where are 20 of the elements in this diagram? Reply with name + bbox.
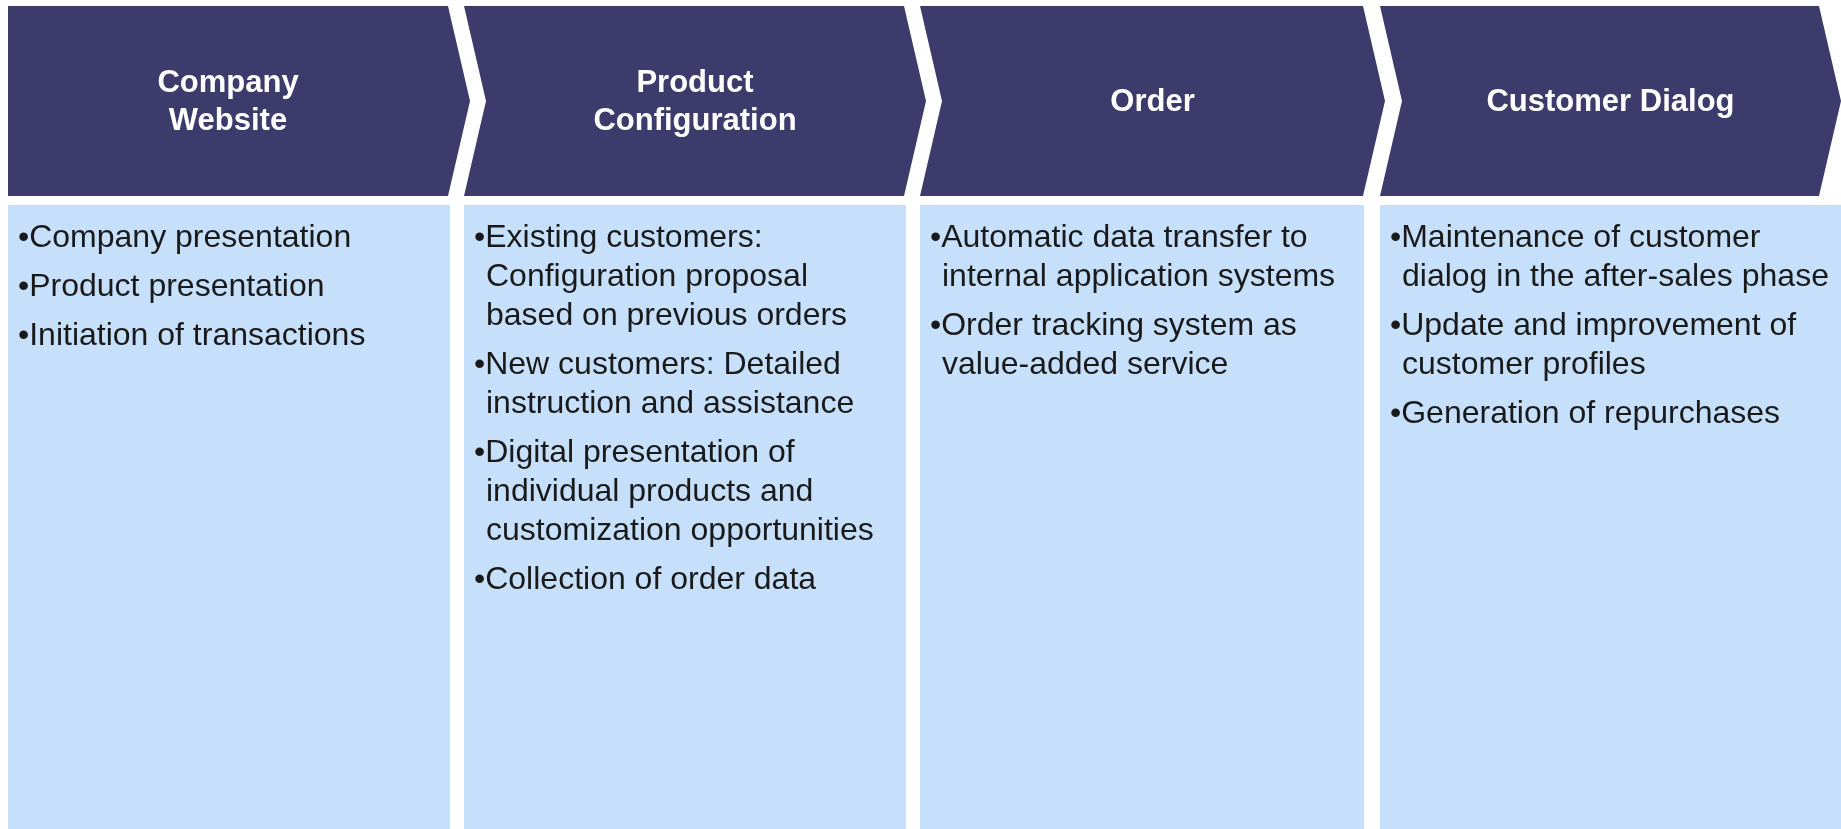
bullet-item: •Digital presentation of individual products and customization opportunities — [474, 432, 875, 549]
stage-title: Product Configuration — [592, 63, 798, 139]
bullet-item: •New customers: Detailed instruction and assistance — [474, 344, 856, 422]
bullet-item: •Company presentation — [18, 217, 353, 256]
bullet-item: •Automatic data transfer to internal application systems — [930, 217, 1337, 295]
stage-title: Customer Dialog — [1485, 82, 1736, 120]
bullet-item: •Product presentation — [18, 266, 326, 305]
content-panel — [1380, 205, 1841, 829]
content-panel — [8, 205, 450, 829]
stage-title: Order — [1109, 82, 1196, 120]
bullet-item: •Order tracking system as value-added service — [930, 305, 1298, 383]
bullet-item: •Existing customers: Configuration proposal based on previous orders — [474, 217, 849, 334]
content-panel — [920, 205, 1364, 829]
bullet-item: •Collection of order data — [474, 559, 818, 598]
bullet-item: •Generation of repurchases — [1390, 393, 1782, 432]
bullet-item: •Initiation of transactions — [18, 315, 367, 354]
bullet-item: •Update and improvement of customer profiles — [1390, 305, 1798, 383]
stage-title: Company Website — [156, 63, 300, 139]
content-panel — [464, 205, 906, 829]
bullet-item: •Maintenance of customer dialog in the after-sales phase — [1390, 217, 1830, 295]
